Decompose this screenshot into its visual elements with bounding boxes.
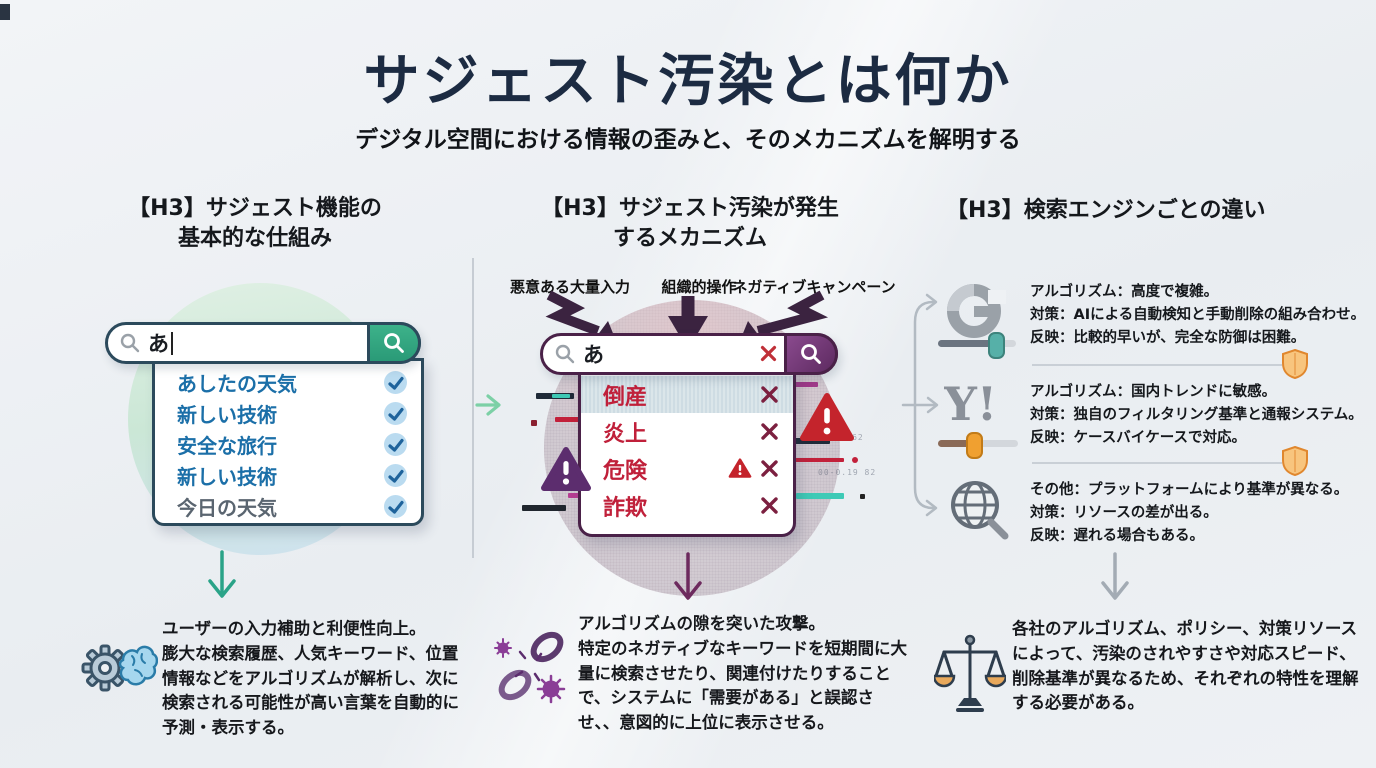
suggestion-item[interactable]: 新しい技術 bbox=[155, 460, 421, 491]
polluted-suggestion-item[interactable]: 詐欺 bbox=[581, 487, 793, 524]
suggestion-item[interactable]: あしたの天気 bbox=[155, 367, 421, 398]
shield-icon bbox=[1282, 446, 1308, 476]
remove-x-icon[interactable] bbox=[760, 459, 779, 478]
polluted-suggestion-item[interactable]: 倒産 bbox=[581, 376, 793, 413]
shield-icon bbox=[1282, 349, 1308, 379]
glitch-dot bbox=[860, 494, 865, 499]
globe-search-icon bbox=[946, 477, 1012, 543]
polluted-search-bar[interactable]: あ bbox=[540, 333, 838, 375]
suggestion-item[interactable]: 今日の天気 bbox=[155, 491, 421, 522]
warning-triangle-icon bbox=[799, 392, 855, 442]
google-g-logo bbox=[944, 282, 1008, 340]
attack-label-organized: 組織的操作 bbox=[661, 278, 737, 296]
basic-summary: ユーザーの入力補助と利便性向上。 膨大な検索履歴、人気キーワード、位置情報などを… bbox=[162, 619, 459, 737]
svg-text:Y!: Y! bbox=[944, 380, 997, 430]
suggestion-item[interactable]: 安全な旅行 bbox=[155, 429, 421, 460]
warning-triangle-icon bbox=[540, 446, 592, 492]
engines-summary: 各社のアルゴリズム、ポリシー、対策リソースによって、汚染のされやすさや対応スピー… bbox=[1012, 619, 1359, 713]
remove-x-icon[interactable] bbox=[760, 385, 779, 404]
search-query[interactable]: あ bbox=[583, 343, 604, 367]
polluted-suggestion-item[interactable]: 炎上 bbox=[581, 413, 793, 450]
attack-label-negative-campaign: ネガティブキャンペーン bbox=[732, 278, 896, 296]
glitch-bar bbox=[522, 505, 566, 511]
glitch-dot bbox=[531, 420, 537, 426]
other-engines-row: その他：プラットフォームにより基準が異なる。 対策：リソースの差が出る。 反映：… bbox=[1030, 482, 1349, 545]
broken-chain-virus-icon bbox=[494, 630, 568, 706]
text-cursor bbox=[171, 331, 173, 355]
clean-suggestion-panel: あしたの天気 新しい技術 安全な旅行 新しい技術 今日の天気 bbox=[152, 358, 424, 526]
page-title: サジェスト汚染とは何か bbox=[363, 49, 1013, 114]
glitch-bar bbox=[788, 458, 844, 462]
warning-triangle-icon bbox=[728, 458, 752, 479]
column-divider bbox=[472, 258, 474, 558]
polluted-suggestion-item[interactable]: 危険 bbox=[581, 450, 793, 487]
glitch-dot bbox=[852, 457, 858, 463]
search-query[interactable]: あ bbox=[148, 332, 169, 356]
glitch-noise-text: 00-0.19 82 bbox=[818, 468, 877, 477]
heading-pollution: 【H3】サジェスト汚染が発生 するメカニズム bbox=[541, 196, 839, 251]
pollution-summary: アルゴリズムの隙を突いた攻撃。 特定のネガティブなキーワードを短期間に大量に検索… bbox=[578, 614, 908, 732]
glitch-bar bbox=[552, 394, 570, 398]
search-button[interactable] bbox=[367, 322, 421, 364]
polluted-suggestion-panel: 倒産 炎上 危険 詐欺 bbox=[578, 369, 796, 537]
row-divider bbox=[1032, 462, 1282, 464]
balance-scale-icon bbox=[934, 632, 1006, 716]
yahoo-row: アルゴリズム：国内トレンドに敏感。 対策：独自のフィルタリング基準と通報システム… bbox=[1030, 384, 1363, 447]
yahoo-logo: Y! bbox=[944, 380, 1018, 430]
slider-knob[interactable] bbox=[988, 332, 1005, 359]
check-icon bbox=[384, 433, 407, 456]
yahoo-defense-slider[interactable] bbox=[938, 432, 1018, 459]
google-row: アルゴリズム：高度で複雑。 対策：AIによる自動検知と手動削除の組み合わせ。 反… bbox=[1030, 284, 1366, 347]
remove-x-icon[interactable] bbox=[760, 496, 779, 515]
check-icon bbox=[384, 371, 407, 394]
glitch-bar bbox=[555, 417, 589, 422]
search-button[interactable] bbox=[784, 333, 838, 375]
heading-basic: 【H3】サジェスト機能の 基本的な仕組み bbox=[128, 196, 382, 251]
remove-x-icon[interactable] bbox=[760, 422, 779, 441]
check-icon bbox=[384, 402, 407, 425]
search-icon bbox=[120, 333, 140, 353]
clean-search-bar[interactable]: あ bbox=[105, 322, 421, 364]
heading-engines: 【H3】検索エンジンごとの違い bbox=[946, 198, 1266, 223]
search-icon bbox=[801, 344, 821, 364]
page-subtitle: デジタル空間における情報の歪みと、そのメカニズムを解明する bbox=[355, 127, 1021, 153]
google-defense-slider[interactable] bbox=[938, 332, 1016, 359]
check-icon bbox=[384, 495, 407, 518]
glitch-bar bbox=[788, 382, 818, 387]
glitch-bar bbox=[796, 493, 844, 499]
check-icon bbox=[384, 464, 407, 487]
suggestion-item[interactable]: 新しい技術 bbox=[155, 398, 421, 429]
gear-brain-icon bbox=[78, 630, 158, 704]
row-divider bbox=[1032, 364, 1282, 366]
clear-x-icon[interactable] bbox=[760, 345, 777, 362]
slider-knob[interactable] bbox=[966, 432, 983, 459]
attack-label-mass-input: 悪意ある大量入力 bbox=[509, 278, 630, 296]
search-icon bbox=[384, 333, 404, 353]
search-icon bbox=[555, 344, 575, 364]
corner-artifact bbox=[0, 4, 10, 20]
